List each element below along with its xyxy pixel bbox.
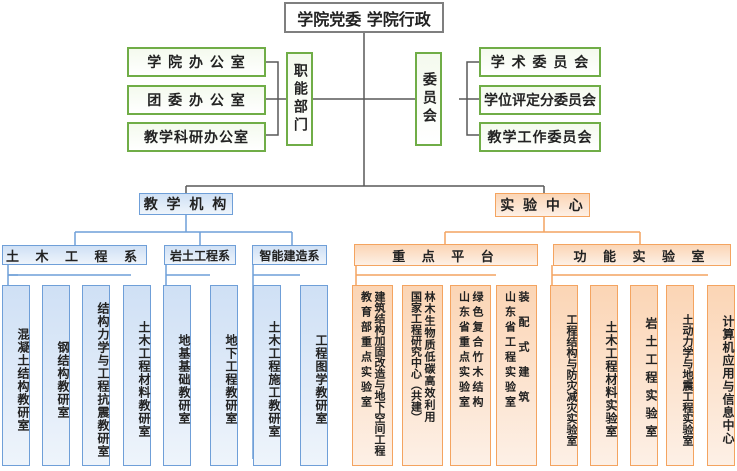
teaching-office-foundation: 地基基础教研室 bbox=[163, 285, 191, 466]
platform-bamboo-lab-type: 山东省重点实验室 bbox=[457, 291, 471, 411]
platform-moe-lab: 建筑结构加固改造与地下空间工程 教育部重点实验室 bbox=[352, 285, 393, 466]
teaching-institutions-box: 教 学 机 构 bbox=[139, 193, 233, 215]
lab-soil-dynamics: 土动力学与地震工程实验室 bbox=[666, 285, 694, 466]
lab-disaster-prevention: 工程结构与防灾减灾实验室 bbox=[550, 285, 578, 466]
committees-label: 委员会 bbox=[415, 52, 442, 146]
geotechnical-dept-box: 岩土工程系 bbox=[164, 245, 236, 265]
teaching-office-concrete: 混凝土结构教研室 bbox=[2, 285, 30, 466]
platform-prefab-lab-name: 装配式建筑 bbox=[517, 291, 531, 416]
platform-moe-lab-type: 教育部重点实验室 bbox=[359, 291, 373, 411]
youth-league-office-box: 团 委 办 公 室 bbox=[127, 85, 266, 115]
lab-computer-center: 计算机应用与信息中心 bbox=[707, 285, 735, 466]
college-office-box: 学 院 办 公 室 bbox=[127, 47, 266, 77]
lab-geotechnical: 岩土工程实验室 bbox=[630, 285, 658, 466]
platform-national-center-type: 国家工程研究中心（共建） bbox=[409, 291, 423, 423]
experiment-center-box: 实 验 中 心 bbox=[495, 193, 590, 217]
platform-bamboo-lab-name: 绿色复合竹木结构 bbox=[471, 291, 485, 411]
platform-national-center-name: 林木生物质低碳高效利用 bbox=[423, 291, 437, 423]
academic-committee-box: 学 术 委 员 会 bbox=[479, 47, 601, 77]
lab-materials: 土木工程材料实验室 bbox=[590, 285, 618, 466]
teaching-office-underground: 地下工程教研室 bbox=[210, 285, 238, 466]
teaching-office-materials: 土木工程材料教研室 bbox=[123, 285, 151, 466]
teaching-office-mechanics: 结构力学与工程抗震教研室 bbox=[82, 285, 110, 466]
teaching-office-graphics: 工程图学教研室 bbox=[300, 285, 328, 466]
intelligent-construction-dept-box: 智能建造系 bbox=[252, 245, 327, 265]
key-platforms-box: 重 点 平 台 bbox=[354, 244, 538, 266]
degree-committee-box: 学位评定分委员会 bbox=[479, 85, 601, 115]
teaching-office-steel: 钢结构教研室 bbox=[42, 285, 70, 466]
top-leadership-box: 学院党委 学院行政 bbox=[284, 2, 444, 33]
teaching-office-construction: 土木工程施工教研室 bbox=[253, 285, 281, 466]
platform-prefab-lab: 装配式建筑 山东省工程实验室 bbox=[496, 285, 537, 466]
platform-moe-lab-name: 建筑结构加固改造与地下空间工程 bbox=[373, 291, 387, 456]
function-labs-box: 功 能 实 验 室 bbox=[553, 244, 731, 266]
platform-prefab-lab-type: 山东省工程实验室 bbox=[503, 291, 517, 411]
platform-bamboo-lab: 绿色复合竹木结构 山东省重点实验室 bbox=[450, 285, 491, 466]
teaching-research-office-box: 教学科研办公室 bbox=[127, 122, 266, 152]
functional-departments-label: 职能部门 bbox=[286, 52, 313, 146]
platform-national-center: 林木生物质低碳高效利用 国家工程研究中心（共建） bbox=[402, 285, 443, 466]
teaching-committee-box: 教学工作委员会 bbox=[479, 122, 601, 152]
civil-engineering-dept-box: 土 木 工 程 系 bbox=[2, 245, 147, 265]
